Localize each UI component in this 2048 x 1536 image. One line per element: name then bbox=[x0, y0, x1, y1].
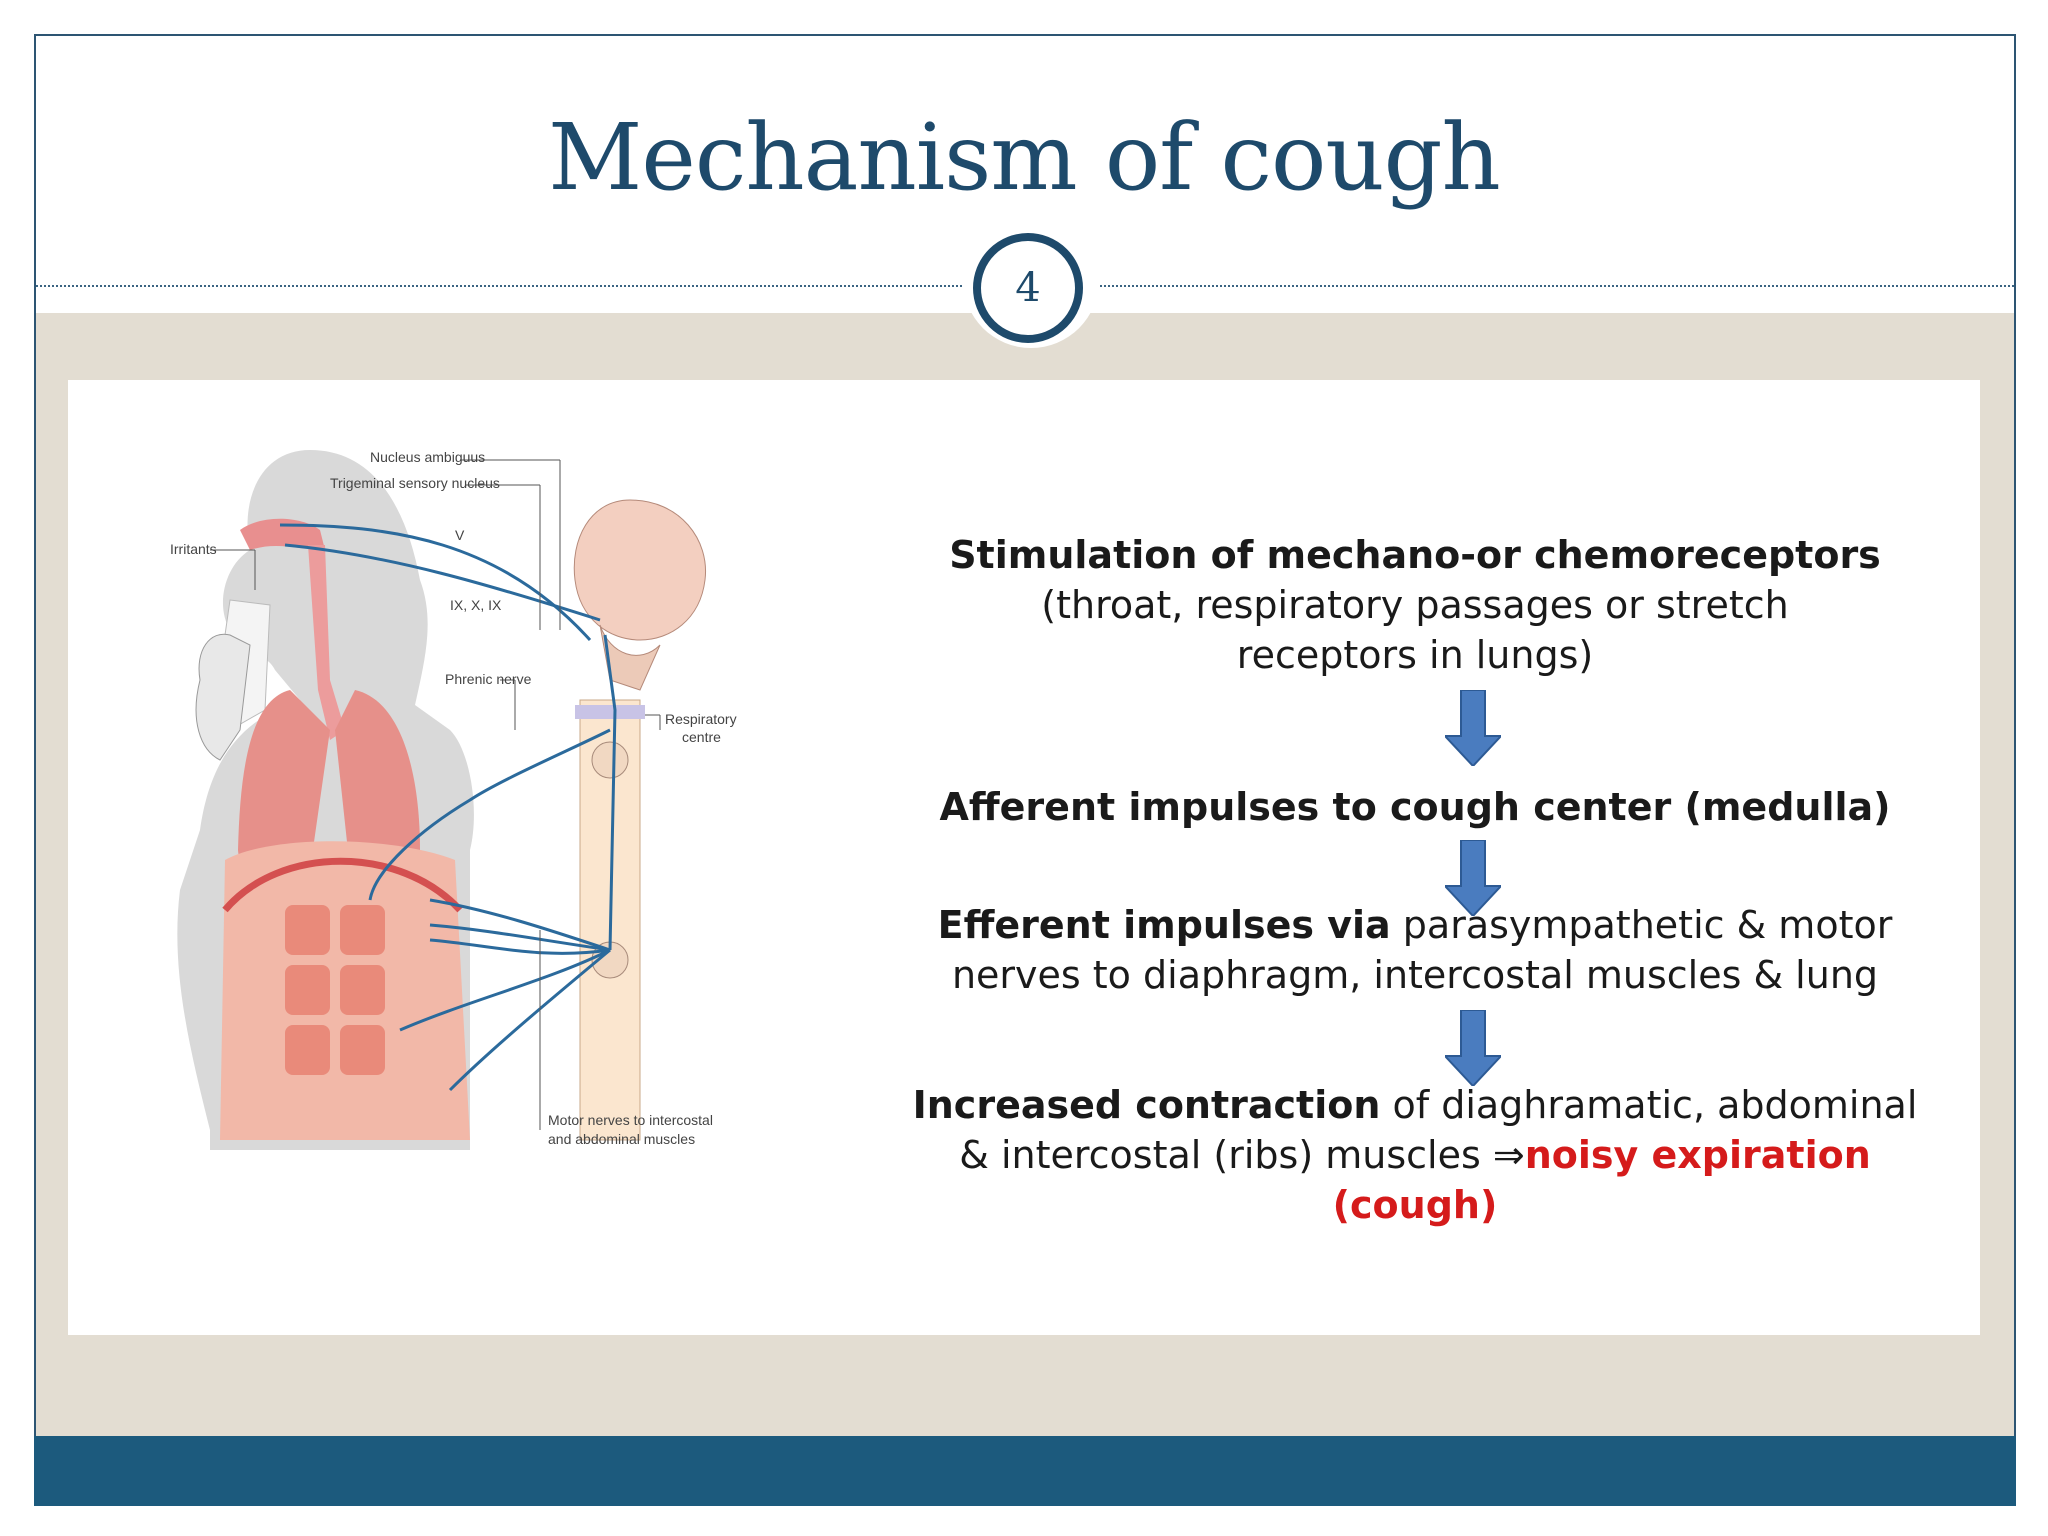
step-afferent: Afferent impulses to cough center (medul… bbox=[900, 782, 1930, 832]
label-trigeminal: Trigeminal sensory nucleus bbox=[330, 475, 500, 491]
step1-line3: receptors in lungs) bbox=[1236, 633, 1594, 677]
step2-heading: Afferent impulses to cough center (medul… bbox=[939, 785, 1891, 829]
step3-line2: nerves to diaphragm, intercostal muscles… bbox=[951, 953, 1879, 997]
hand bbox=[195, 633, 251, 761]
left-lung bbox=[238, 690, 330, 881]
trachea bbox=[308, 545, 345, 740]
label-respiratory-1: Respiratory bbox=[665, 711, 737, 727]
label-v: V bbox=[455, 527, 465, 543]
step4-heading: Increased contraction bbox=[912, 1083, 1381, 1127]
leader-lines bbox=[210, 459, 661, 1130]
down-arrow-icon bbox=[1445, 1010, 1501, 1086]
right-lung bbox=[335, 690, 420, 879]
label-ix-x: IX, X, IX bbox=[450, 597, 502, 613]
step4-rest: of diaghramatic, abdominal bbox=[1380, 1083, 1918, 1127]
label-motor-2: and abdominal muscles bbox=[548, 1131, 695, 1147]
noisy-expiration-text: noisy expiration bbox=[1524, 1133, 1871, 1177]
label-respiratory-2: centre bbox=[682, 729, 721, 745]
step1-line2: (throat, respiratory passages or stretch bbox=[1041, 583, 1789, 627]
implies-symbol: ⇒ bbox=[1492, 1133, 1525, 1177]
step4-line2: & intercostal (ribs) muscles bbox=[959, 1133, 1493, 1177]
down-arrow-icon bbox=[1445, 840, 1501, 916]
page-number-badge: 4 bbox=[973, 233, 1083, 343]
diaphragm bbox=[222, 857, 463, 913]
step-contraction: Increased contraction of diaghramatic, a… bbox=[900, 1080, 1930, 1230]
brain bbox=[573, 499, 707, 641]
slide-title: Mechanism of cough bbox=[548, 104, 1501, 211]
step3-rest: parasympathetic & motor bbox=[1390, 903, 1893, 947]
footer-bar bbox=[34, 1436, 2016, 1506]
label-irritants: Irritants bbox=[170, 541, 217, 557]
step1-heading: Stimulation of mechano-or chemoreceptors bbox=[949, 533, 1881, 577]
label-nucleus-ambiguus: Nucleus ambiguus bbox=[370, 449, 485, 465]
rectus-segments bbox=[285, 905, 385, 1075]
step-stimulation: Stimulation of mechano-or chemoreceptors… bbox=[900, 530, 1930, 680]
step-efferent: Efferent impulses via parasympathetic & … bbox=[900, 900, 1930, 1000]
cough-reflex-illustration: Nucleus ambiguus Trigeminal sensory nucl… bbox=[170, 449, 737, 1150]
cord-section-upper bbox=[591, 741, 629, 779]
step3-heading: Efferent impulses via bbox=[937, 903, 1391, 947]
label-motor-1: Motor nerves to intercostal bbox=[548, 1112, 713, 1128]
nerve-pathways bbox=[279, 523, 617, 1092]
down-arrow-icon bbox=[1445, 690, 1501, 766]
label-phrenic: Phrenic nerve bbox=[445, 671, 532, 687]
respiratory-band bbox=[575, 705, 645, 719]
cough-text: (cough) bbox=[1332, 1183, 1498, 1227]
